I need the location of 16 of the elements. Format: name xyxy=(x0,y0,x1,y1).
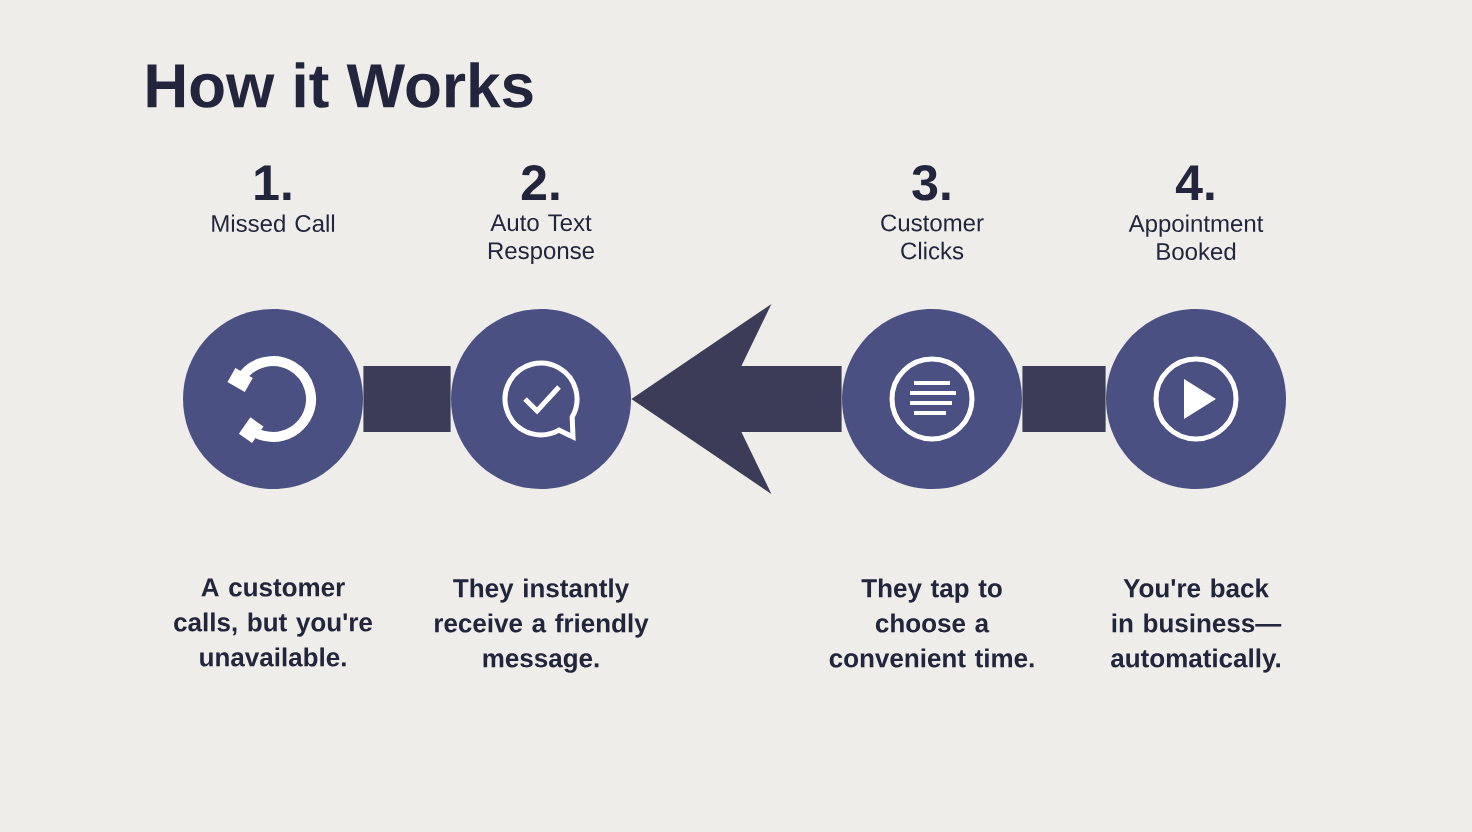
step-description: They tap to choose a convenient time. xyxy=(829,578,1034,668)
step-number: 4. xyxy=(1175,165,1214,200)
arrow xyxy=(631,304,842,494)
step-number: 3. xyxy=(912,165,950,201)
step-number: 2. xyxy=(521,165,559,200)
step-description: You're back in business—automatically. xyxy=(1111,578,1282,673)
step-description: A customer calls, but you're unavailable. xyxy=(174,578,372,667)
step-number: 1. xyxy=(255,165,291,200)
step-title: Missed Call xyxy=(212,214,335,232)
title: How it Works xyxy=(147,62,533,108)
connector-bar xyxy=(363,366,451,432)
connector-bar xyxy=(1022,366,1106,432)
step-description: They instantly receive a friendly message. xyxy=(435,578,649,673)
step-title: Auto Text Response xyxy=(488,214,594,264)
step-title: Customer Clicks xyxy=(881,214,984,260)
step-title: Appointment Booked xyxy=(1128,214,1264,260)
